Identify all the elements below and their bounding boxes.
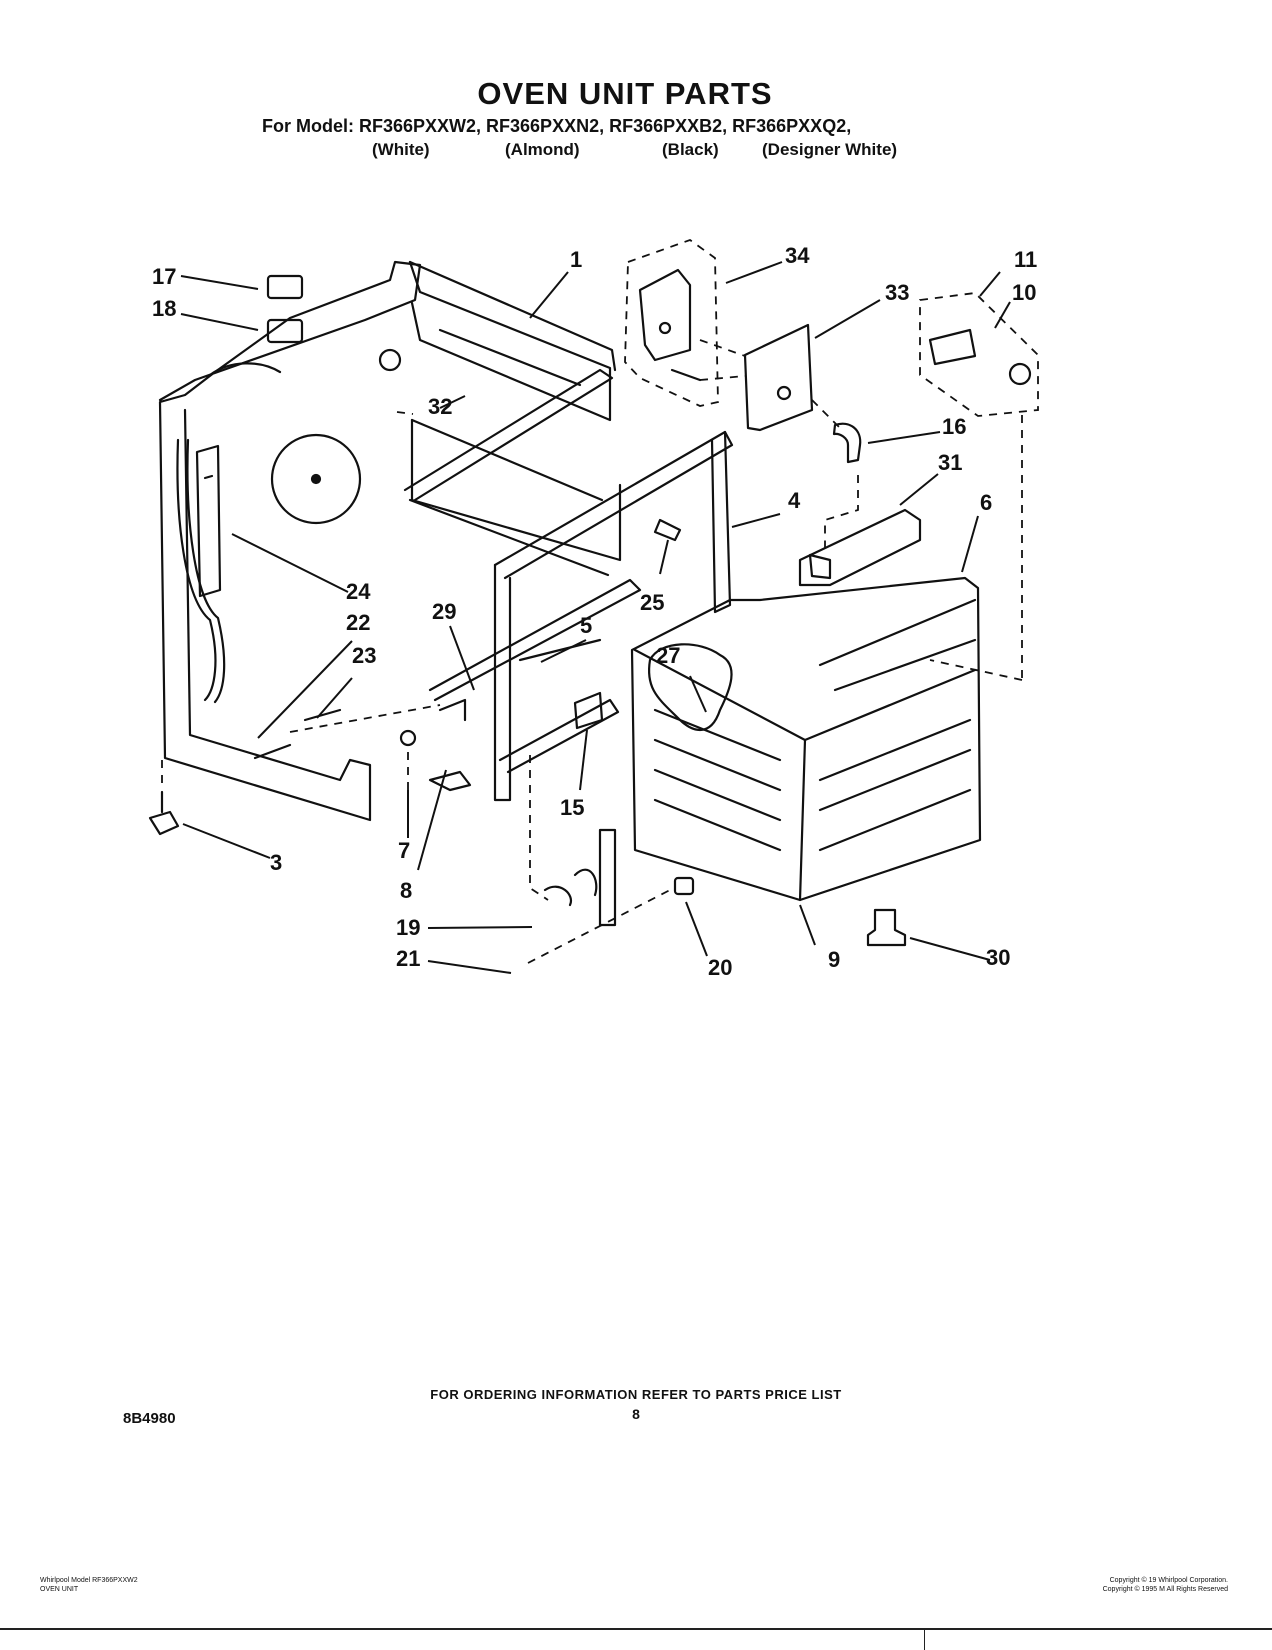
callout-22: 22 <box>346 610 370 635</box>
callout-23: 23 <box>352 643 376 668</box>
callout-21: 21 <box>396 946 420 971</box>
callout-33: 33 <box>885 280 909 305</box>
color-white: (White) <box>372 140 430 159</box>
callout-9: 9 <box>828 947 840 972</box>
callout-1: 1 <box>570 247 582 272</box>
callout-17: 17 <box>152 264 176 289</box>
page-number: 8 <box>632 1406 640 1422</box>
color-designer-white: (Designer White) <box>762 140 898 159</box>
callout-31: 31 <box>938 450 962 475</box>
callout-25: 25 <box>640 590 664 615</box>
ordering-note: FOR ORDERING INFORMATION REFER TO PARTS … <box>430 1387 842 1402</box>
callout-18: 18 <box>152 296 176 321</box>
color-black: (Black) <box>662 140 719 159</box>
footer-copyright: Copyright © 19 Whirlpool Corporation. Co… <box>980 1576 1228 1594</box>
callout-20: 20 <box>708 955 732 980</box>
callout-30: 30 <box>986 945 1010 970</box>
callout-7: 7 <box>398 838 410 863</box>
callout-4: 4 <box>788 488 801 513</box>
footer-section-line: OVEN UNIT <box>40 1586 79 1593</box>
copyright-line-1: Copyright © 19 Whirlpool Corporation. <box>1109 1577 1228 1584</box>
footer-tick <box>924 1628 925 1650</box>
footer-model-line: Whirlpool Model RF366PXXW2 <box>40 1577 138 1584</box>
callout-16: 16 <box>942 414 966 439</box>
callout-19: 19 <box>396 915 420 940</box>
oven-cavity <box>630 576 982 902</box>
callout-5: 5 <box>580 613 592 638</box>
footer-rule <box>0 1628 1272 1630</box>
color-almond: (Almond) <box>505 140 580 159</box>
exploded-view-diagram: 17 18 1 34 11 33 10 32 16 31 4 6 24 25 2… <box>148 238 1039 980</box>
part-code: 8B4980 <box>123 1410 176 1427</box>
callout-6: 6 <box>980 490 992 515</box>
callout-34: 34 <box>785 243 810 268</box>
callout-11: 11 <box>1014 247 1037 272</box>
fan-disc <box>270 433 362 525</box>
callout-15: 15 <box>560 795 584 820</box>
side-panel-left <box>158 260 422 822</box>
callout-10: 10 <box>1012 280 1036 305</box>
copyright-line-2: Copyright © 1995 M All Rights Reserved <box>1102 1586 1228 1593</box>
callout-8: 8 <box>400 878 412 903</box>
model-list: For Model: RF366PXXW2, RF366PXXN2, RF366… <box>262 116 852 136</box>
callout-29: 29 <box>432 599 456 624</box>
callout-32: 32 <box>428 394 452 419</box>
callout-3: 3 <box>270 850 282 875</box>
callout-24: 24 <box>346 579 371 604</box>
page-title: OVEN UNIT PARTS <box>477 76 773 111</box>
callout-27: 27 <box>656 643 680 668</box>
footer-model-info: Whirlpool Model RF366PXXW2 OVEN UNIT <box>40 1576 138 1594</box>
